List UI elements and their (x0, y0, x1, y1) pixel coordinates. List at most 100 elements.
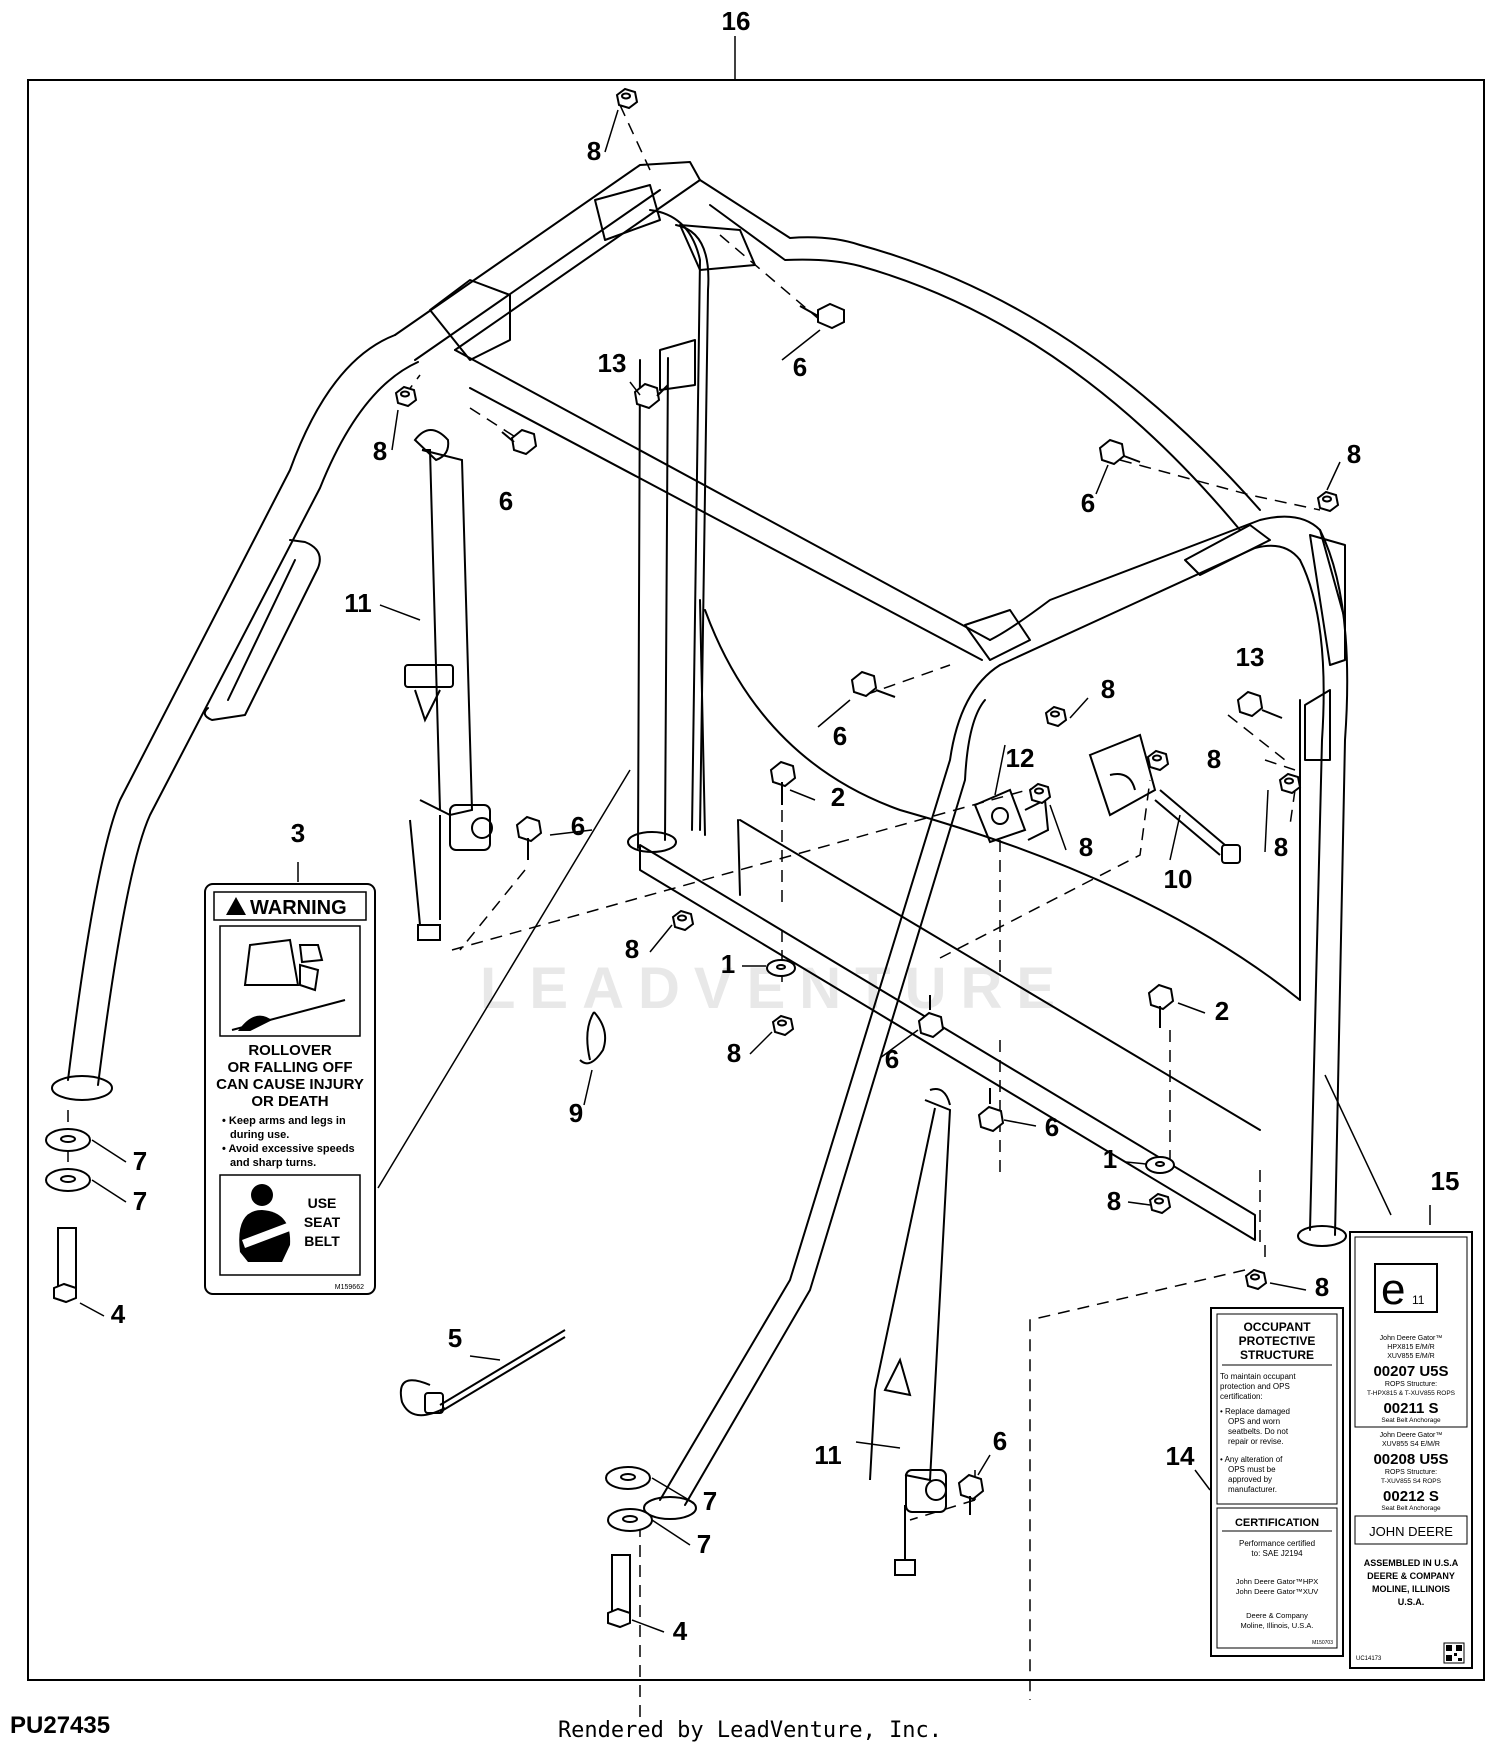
svg-text:ROLLOVER: ROLLOVER (248, 1042, 332, 1059)
bolt-icon (957, 1473, 985, 1515)
qr-code-icon (1443, 1642, 1465, 1664)
rops-frame (51, 161, 1349, 1520)
ops-decal: OCCUPANT PROTECTIVE STRUCTURE To maintai… (1210, 1307, 1344, 1657)
callout-15: 15 (1431, 1166, 1460, 1196)
callout-8: 8 (1107, 1186, 1121, 1216)
buckle-10 (1088, 733, 1241, 864)
warning-header: WARNING (250, 897, 347, 919)
callout-6: 6 (993, 1426, 1007, 1456)
svg-text:e: e (1381, 1265, 1405, 1314)
svg-text:OCCUPANT: OCCUPANT (1243, 1320, 1311, 1334)
svg-text:repair or revise.: repair or revise. (1228, 1437, 1284, 1446)
callout-3: 3 (291, 818, 305, 848)
callout-2: 2 (831, 782, 845, 812)
svg-text:XUV855 S4 E/M/R: XUV855 S4 E/M/R (1382, 1441, 1440, 1448)
svg-text:11: 11 (1412, 1293, 1425, 1307)
nut-icon (1244, 1268, 1268, 1291)
svg-text:Moline, Illinois, U.S.A.: Moline, Illinois, U.S.A. (1241, 1621, 1314, 1630)
svg-text:U.S.A.: U.S.A. (1398, 1597, 1425, 1607)
callout-13: 13 (1236, 642, 1265, 672)
nut-icon (615, 87, 639, 110)
footer-credit: Rendered by LeadVenture, Inc. (557, 1718, 943, 1743)
callout-4: 4 (673, 1616, 688, 1646)
svg-text:BELT: BELT (304, 1233, 340, 1249)
warning-triangle-icon (226, 897, 246, 915)
svg-text:• Keep arms and legs in: • Keep arms and legs in (222, 1115, 346, 1127)
callout-7: 7 (703, 1486, 717, 1516)
svg-text:John Deere Gator™: John Deere Gator™ (1380, 1335, 1443, 1342)
callout-ticks (79, 109, 1341, 1633)
callout-7: 7 (697, 1529, 711, 1559)
callout-5: 5 (448, 1323, 462, 1353)
bolt-icon (1236, 690, 1283, 719)
long-bolt-icon (607, 1554, 631, 1629)
svg-text:M159662: M159662 (335, 1284, 364, 1291)
callout-4: 4 (111, 1299, 126, 1329)
callout-10: 10 (1164, 864, 1193, 894)
svg-text:PROTECTIVE: PROTECTIVE (1239, 1334, 1316, 1348)
callout-6: 6 (793, 352, 807, 382)
bolt-icon (1098, 438, 1141, 466)
svg-text:To maintain occupant: To maintain occupant (1220, 1372, 1296, 1381)
washer-icon (607, 1508, 653, 1532)
callout-9: 9 (569, 1098, 583, 1128)
svg-text:during use.: during use. (230, 1129, 289, 1141)
svg-text:to: SAE J2194: to: SAE J2194 (1251, 1549, 1303, 1558)
assembly-lines (67, 104, 1321, 1720)
callout-7: 7 (133, 1146, 147, 1176)
svg-text:• Any alteration of: • Any alteration of (1220, 1455, 1283, 1464)
callout-16: 16 (722, 6, 751, 36)
svg-text:manufacturer.: manufacturer. (1228, 1485, 1277, 1494)
bolt-icon (769, 760, 797, 805)
callout-11: 11 (814, 1440, 842, 1470)
callout-8: 8 (1315, 1272, 1329, 1302)
svg-text:00211 S: 00211 S (1383, 1400, 1438, 1417)
svg-text:CERTIFICATION: CERTIFICATION (1235, 1517, 1319, 1529)
washer-icon (1145, 1156, 1175, 1174)
svg-text:protection and OPS: protection and OPS (1220, 1382, 1290, 1391)
svg-text:XUV855 E/M/R: XUV855 E/M/R (1387, 1353, 1434, 1360)
nut-icon (771, 1014, 795, 1037)
svg-text:MOLINE, ILLINOIS: MOLINE, ILLINOIS (1372, 1584, 1450, 1594)
callout-12: 12 (1006, 743, 1035, 773)
svg-text:OR FALLING OFF: OR FALLING OFF (228, 1059, 353, 1076)
callout-7: 7 (133, 1186, 147, 1216)
callout-13: 13 (598, 348, 627, 378)
callout-8: 8 (1347, 439, 1361, 469)
svg-text:M150703: M150703 (1312, 1640, 1333, 1646)
callout-8: 8 (1207, 744, 1221, 774)
lock-pin-5 (399, 1329, 566, 1417)
seat-belt-right (869, 1088, 952, 1576)
bolt-icon (917, 995, 945, 1039)
svg-text:OPS must be: OPS must be (1228, 1465, 1276, 1474)
svg-text:Performance certified: Performance certified (1239, 1539, 1315, 1548)
seat-belt-left (404, 429, 493, 941)
svg-text:ROPS Structure:: ROPS Structure: (1385, 1469, 1437, 1476)
svg-text:OR DEATH: OR DEATH (251, 1093, 328, 1110)
callout-1: 1 (721, 949, 735, 979)
svg-text:approved by: approved by (1228, 1475, 1272, 1484)
svg-text:and sharp turns.: and sharp turns. (230, 1157, 316, 1169)
cable-tie-9 (579, 1011, 607, 1065)
nut-icon (1146, 749, 1170, 772)
svg-text:Seat Belt Anchorage: Seat Belt Anchorage (1381, 1417, 1441, 1424)
bolt-icon (799, 302, 845, 330)
svg-text:SEAT: SEAT (304, 1214, 341, 1230)
callout-6: 6 (1045, 1112, 1059, 1142)
bolt-icon (515, 815, 543, 860)
svg-text:T-XUV855 S4 ROPS: T-XUV855 S4 ROPS (1381, 1478, 1442, 1485)
svg-text:USE: USE (308, 1195, 337, 1211)
bolt-icon (850, 670, 896, 698)
callout-8: 8 (1101, 674, 1115, 704)
svg-text:HPX815 E/M/R: HPX815 E/M/R (1387, 1344, 1434, 1351)
svg-text:00212 S: 00212 S (1383, 1488, 1439, 1505)
svg-text:John Deere Gator™HPX: John Deere Gator™HPX (1236, 1577, 1319, 1586)
nut-icon (1044, 705, 1068, 728)
nut-icon (1316, 490, 1340, 513)
hardware (45, 87, 1340, 1629)
svg-text:ASSEMBLED IN U.S.A: ASSEMBLED IN U.S.A (1364, 1558, 1459, 1568)
diagram-id: PU27435 (10, 1712, 111, 1739)
callout-6: 6 (571, 811, 585, 841)
callout-14: 14 (1166, 1441, 1195, 1471)
callout-6: 6 (499, 486, 513, 516)
